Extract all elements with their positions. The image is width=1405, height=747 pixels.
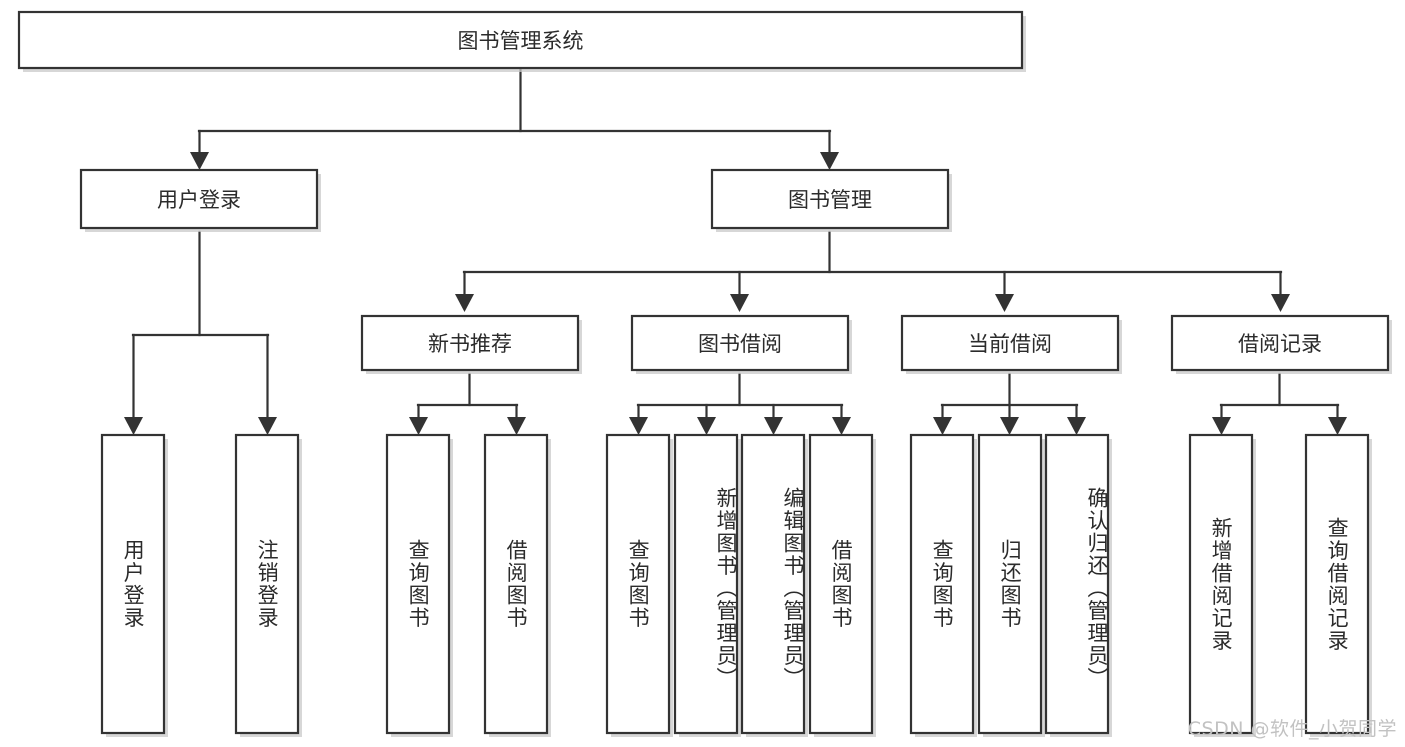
leaf-query-book-2-box[interactable] — [605, 433, 671, 735]
connectors-group — [124, 66, 1347, 435]
book-borrow-box[interactable] — [630, 314, 850, 372]
book-manage-label: 图书管理 — [788, 188, 872, 212]
arrow-new-book-rec-leaf-1-icon — [409, 417, 428, 435]
root-label: 图书管理系统 — [458, 29, 584, 53]
arrow-book-borrow-leaf-3-icon — [764, 417, 783, 435]
arrow-to-book-borrow-icon — [730, 294, 749, 312]
book-borrow-label: 图书借阅 — [698, 332, 782, 356]
leaf-user-logout-box[interactable] — [234, 433, 300, 735]
leaf-add-record-box[interactable] — [1188, 433, 1254, 735]
leaf-add-book-box[interactable] — [673, 433, 739, 735]
watermark-text: CSDN @软件_小贺同学 — [1187, 718, 1397, 740]
arrow-user-login-to-leaf-2-icon — [258, 417, 277, 435]
arrow-book-borrow-leaf-4-icon — [832, 417, 851, 435]
new-book-rec-box[interactable] — [360, 314, 580, 372]
book-manage-box[interactable] — [710, 168, 950, 230]
node-book-borrow[interactable]: 图书借阅 — [630, 314, 852, 374]
node-current-borrow[interactable]: 当前借阅 — [900, 314, 1122, 374]
arrow-borrow-record-leaf-1-icon — [1212, 417, 1231, 435]
new-book-rec-label: 新书推荐 — [428, 332, 512, 356]
borrow-record-label: 借阅记录 — [1238, 332, 1322, 356]
node-book-manage[interactable]: 图书管理 — [710, 168, 952, 232]
root-box[interactable] — [17, 10, 1024, 70]
arrow-book-borrow-leaf-1-icon — [629, 417, 648, 435]
leaf-confirm-return-box[interactable] — [1044, 433, 1110, 735]
arrow-book-borrow-leaf-2-icon — [697, 417, 716, 435]
current-borrow-box[interactable] — [900, 314, 1120, 372]
arrow-root-to-user-login-icon — [190, 152, 209, 170]
current-borrow-label: 当前借阅 — [968, 332, 1052, 356]
arrow-current-borrow-leaf-2-icon — [1000, 417, 1019, 435]
leaf-borrow-book-2-box[interactable] — [808, 433, 874, 735]
leaf-borrow-book-1-box[interactable] — [483, 433, 549, 735]
node-root[interactable]: 图书管理系统 — [17, 10, 1026, 72]
leaf-return-book-box[interactable] — [977, 433, 1043, 735]
node-borrow-record[interactable]: 借阅记录 — [1170, 314, 1392, 374]
user-login-label: 用户登录 — [157, 188, 241, 212]
leaf-user-login-box[interactable] — [100, 433, 166, 735]
leaf-query-record-box[interactable] — [1304, 433, 1370, 735]
arrow-to-new-book-rec-icon — [455, 294, 474, 312]
borrow-record-box[interactable] — [1170, 314, 1390, 372]
arrow-user-login-to-leaf-1-icon — [124, 417, 143, 435]
arrow-to-borrow-record-icon — [1271, 294, 1290, 312]
node-user-login[interactable]: 用户登录 — [79, 168, 321, 232]
arrow-to-current-borrow-icon — [995, 294, 1014, 312]
leaf-query-book-3-box[interactable] — [909, 433, 975, 735]
arrow-root-to-book-manage-icon — [820, 152, 839, 170]
user-login-box[interactable] — [79, 168, 319, 230]
arrow-current-borrow-leaf-1-icon — [933, 417, 952, 435]
leaf-edit-book-box[interactable] — [740, 433, 806, 735]
leaf-query-book-1-box[interactable] — [385, 433, 451, 735]
node-new-book-rec[interactable]: 新书推荐 — [360, 314, 582, 374]
arrow-new-book-rec-leaf-2-icon — [507, 417, 526, 435]
leaf-boxes-group — [100, 433, 1372, 737]
arrow-borrow-record-leaf-2-icon — [1328, 417, 1347, 435]
arrow-current-borrow-leaf-3-icon — [1067, 417, 1086, 435]
